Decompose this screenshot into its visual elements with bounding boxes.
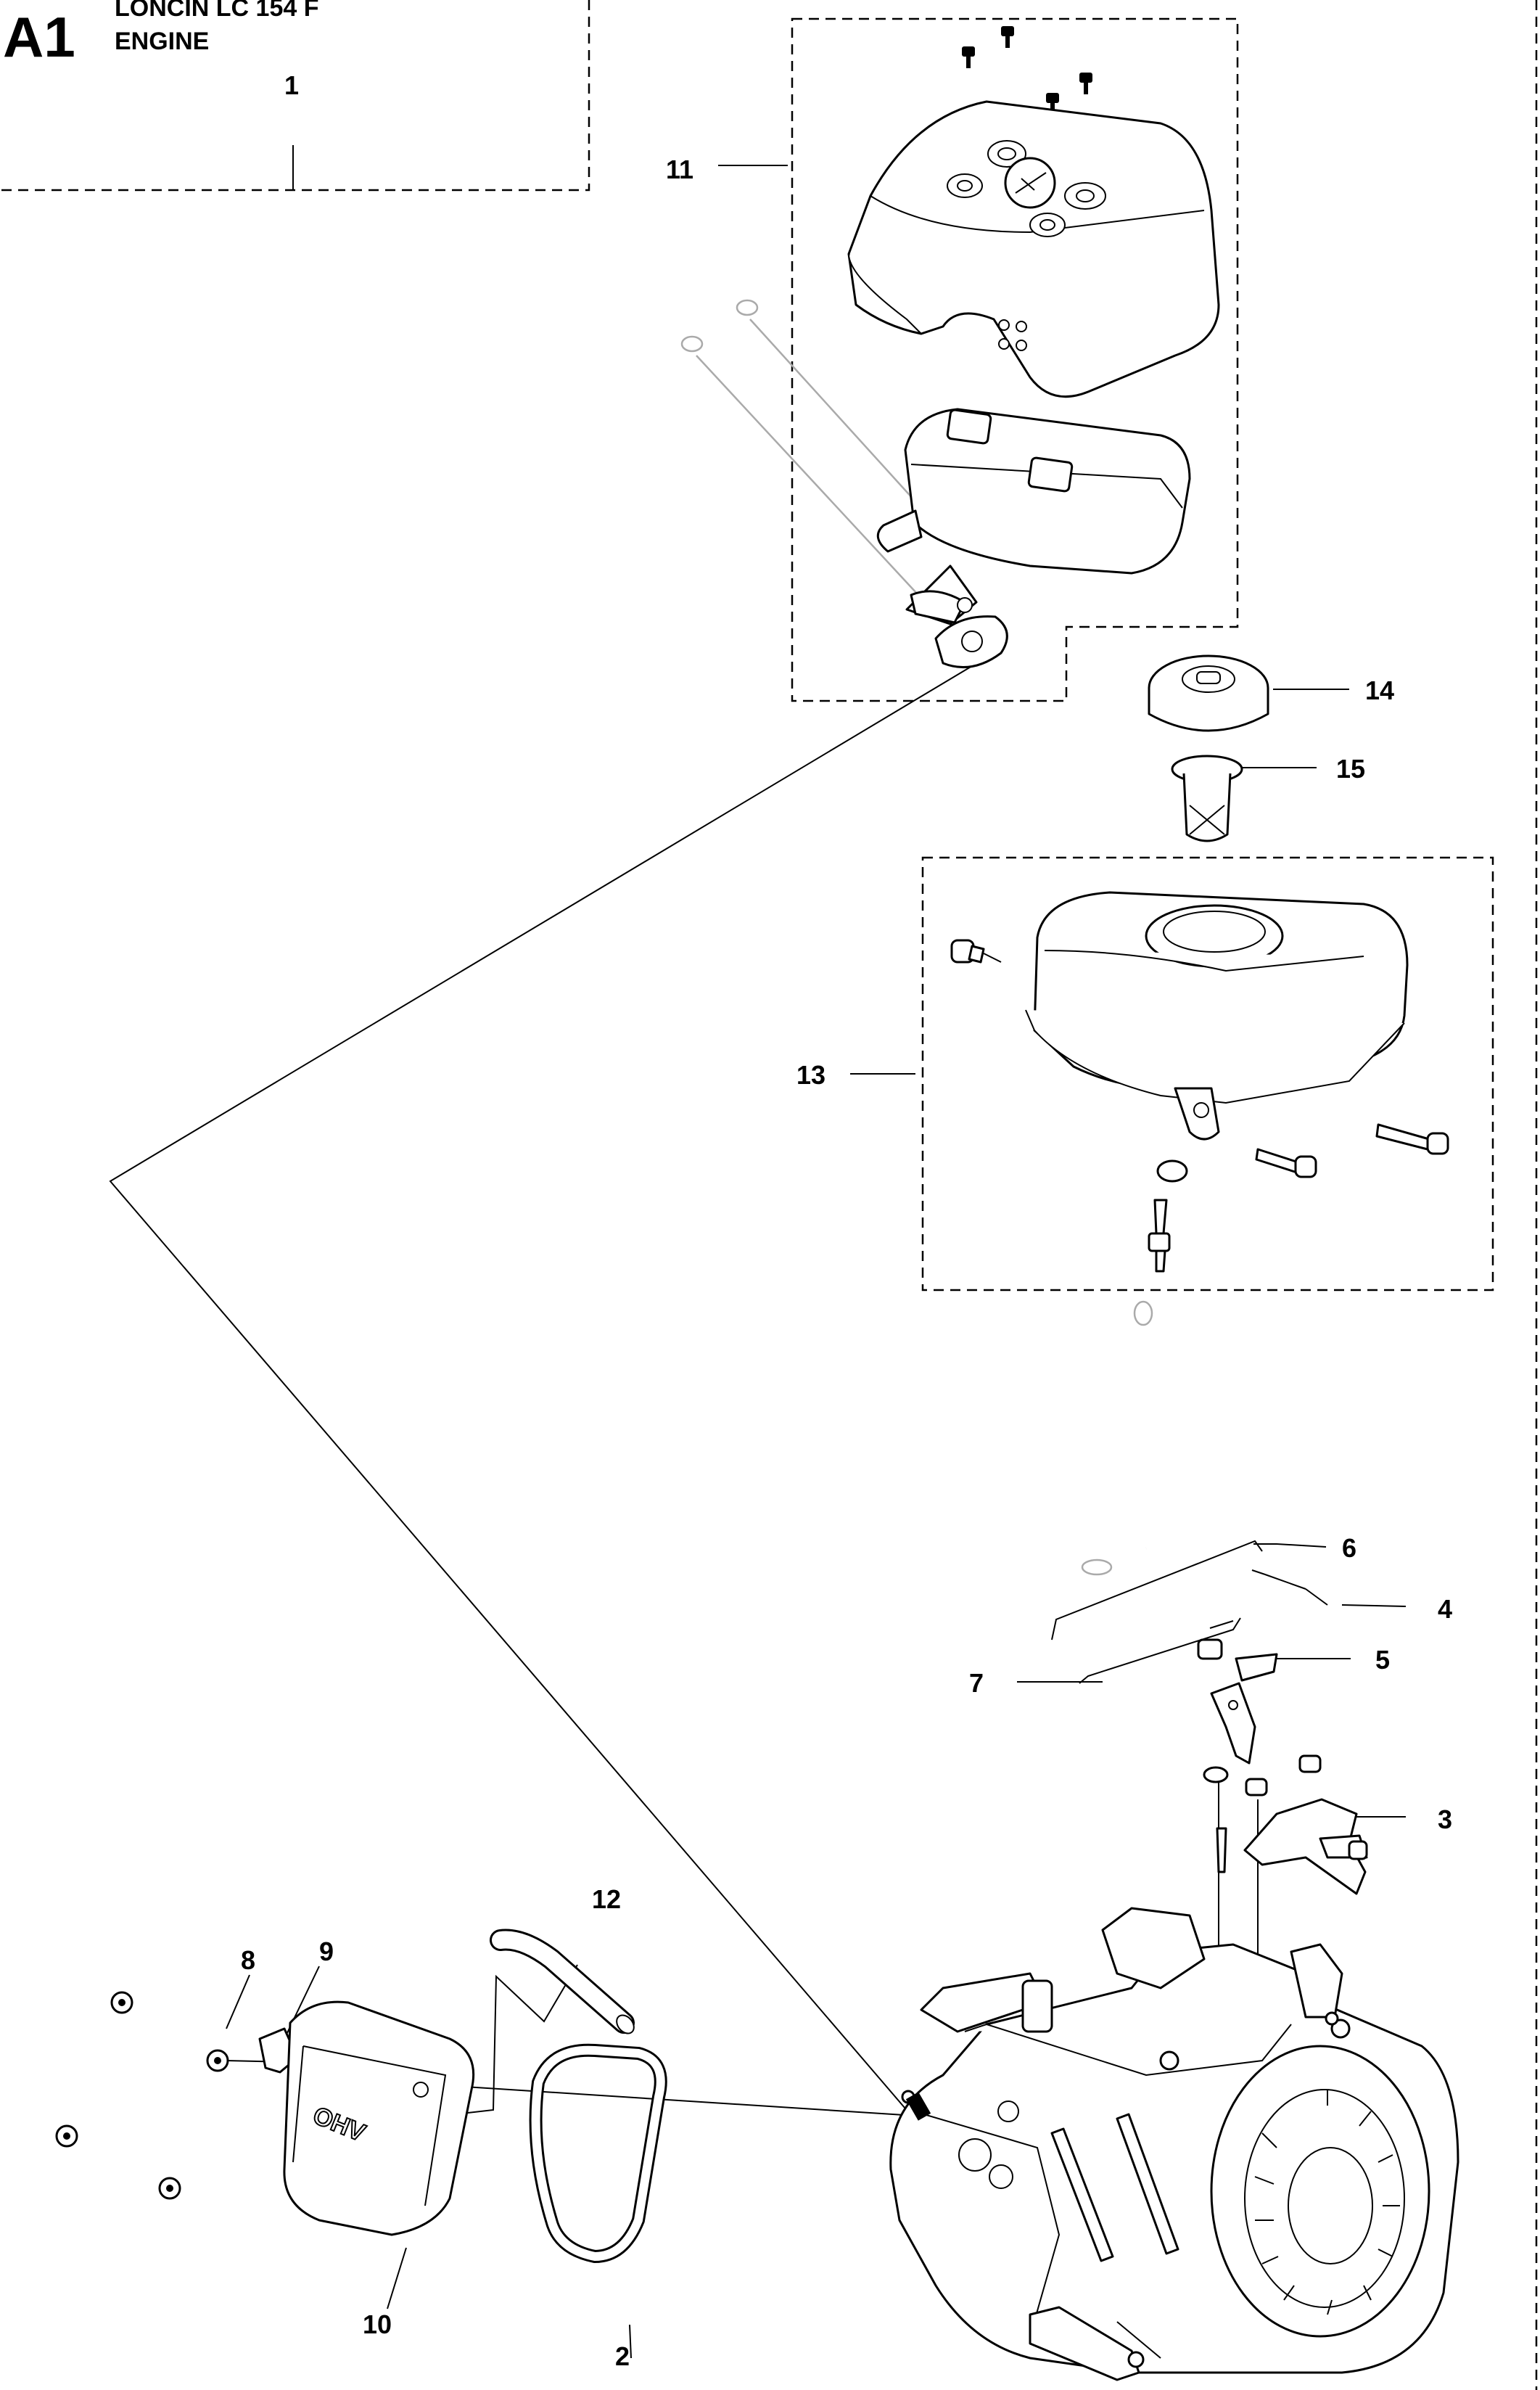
fuel-cap xyxy=(1148,654,1269,732)
callout-4: 4 xyxy=(1438,1594,1452,1624)
governor-arm xyxy=(1197,1638,1278,1765)
callout-12: 12 xyxy=(592,1884,621,1914)
fuel-hose xyxy=(1081,1300,1185,1576)
fuel-tank-bolts xyxy=(950,939,1449,1183)
head-gasket xyxy=(529,2043,667,2264)
group-box-11 xyxy=(791,17,1239,702)
callout-8: 8 xyxy=(241,1945,255,1975)
fuel-strainer xyxy=(1171,755,1243,842)
fuel-valve xyxy=(1148,1199,1171,1273)
engine-block xyxy=(889,1907,1459,2381)
callout-2: 2 xyxy=(615,2341,630,2371)
callout-11: 11 xyxy=(666,155,693,184)
valve-cover-fasteners xyxy=(55,1991,229,2200)
group-box-13 xyxy=(921,856,1494,1291)
breather-tube xyxy=(490,1929,635,2034)
callout-10: 10 xyxy=(363,2309,392,2339)
throttle-control xyxy=(1203,1754,1368,1895)
callout-9: 9 xyxy=(319,1937,334,1966)
callout-5: 5 xyxy=(1375,1645,1390,1675)
callout-1: 1 xyxy=(284,70,299,100)
muffler-body xyxy=(876,408,1191,668)
callout-labels: 1 2 3 4 5 6 7 8 9 10 11 12 13 14 15 xyxy=(241,70,1452,2371)
diagram-header: A1 LONCIN LC 154 F ENGINE xyxy=(3,0,318,69)
engine-subtitle: ENGINE xyxy=(115,28,209,55)
group-box-1 xyxy=(0,0,590,192)
muffler-heat-shield xyxy=(847,100,1220,398)
fuel-tank xyxy=(1025,891,1409,1141)
callout-7: 7 xyxy=(969,1668,984,1698)
callout-6: 6 xyxy=(1342,1533,1356,1563)
callout-14: 14 xyxy=(1365,675,1394,705)
callout-3: 3 xyxy=(1438,1804,1452,1834)
muffler-cover-screws xyxy=(962,26,1092,115)
engine-model: LONCIN LC 154 F xyxy=(115,0,318,22)
callout-13: 13 xyxy=(796,1060,825,1090)
callout-15: 15 xyxy=(1336,754,1365,784)
muffler-ghost-caps xyxy=(680,299,759,353)
section-code: A1 xyxy=(3,5,75,69)
valve-cover: OHV xyxy=(283,2000,475,2236)
governor-linkage xyxy=(1051,1540,1328,1684)
